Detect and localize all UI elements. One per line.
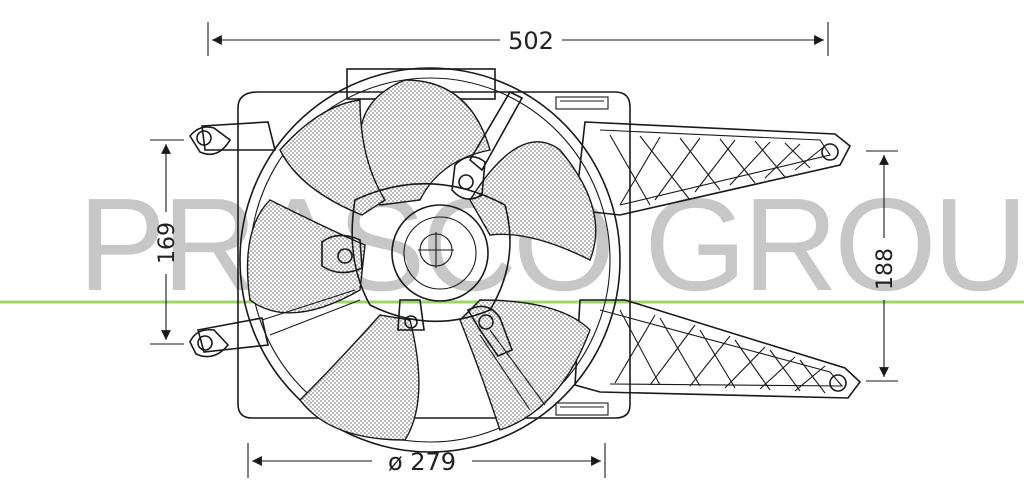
- motor-hub: [351, 182, 511, 323]
- mounting-lugs: [261, 90, 546, 411]
- right-brackets: [574, 121, 862, 399]
- dimension-width: 502: [207, 22, 829, 56]
- dimension-diameter-label: ø 279: [388, 448, 456, 476]
- dimension-height-right-label: 188: [873, 248, 898, 290]
- dimension-width-label: 502: [508, 27, 554, 55]
- left-arms: [189, 121, 277, 358]
- fan-blades: [246, 79, 597, 441]
- dimension-height-left: 169: [150, 139, 184, 345]
- dimension-height-left-label: 169: [155, 222, 180, 264]
- dimension-diameter: ø 279: [247, 443, 606, 478]
- dimension-height-right: 188: [866, 150, 898, 382]
